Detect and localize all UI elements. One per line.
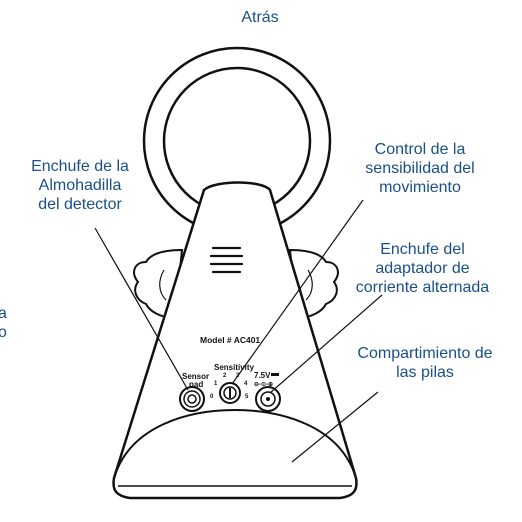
label-sensor-jack-line-2: Almohadilla <box>38 177 122 194</box>
power-label: 7.5V <box>254 371 271 380</box>
label-battery-compartment: Compartimiento de las pilas <box>335 344 515 382</box>
leader-sensor <box>94 227 189 391</box>
leader-ac <box>269 294 383 394</box>
sensitivity-knob <box>219 382 241 404</box>
label-sensitivity-control: Control de la sensibilidad del movimient… <box>345 140 495 197</box>
sensor-port-label-2: pad <box>189 380 203 389</box>
label-ac-adapter-jack: Enchufe del adaptador de corriente alter… <box>340 240 505 297</box>
cut-off-label: a o <box>0 304 8 342</box>
label-ac-line-3: corriente alternada <box>355 279 490 296</box>
battery-cover <box>113 408 357 479</box>
sensitivity-text: Sensitivity <box>214 363 255 372</box>
label-ac-line-2: adaptador de <box>375 260 470 277</box>
speaker-grille <box>209 246 244 274</box>
sensor-port-label-1: Sensor <box>182 372 209 381</box>
sens-mark-4: 4 <box>244 381 248 387</box>
label-battery-line-2: las pilas <box>396 364 454 381</box>
label-battery-line-1: Compartimiento de <box>357 345 493 362</box>
sensor-jack <box>179 386 205 412</box>
power-symbol: ⊖-⊙-⊕ <box>254 382 273 388</box>
label-sensor-jack-line-3: del detector <box>38 196 122 213</box>
label-sensitivity-line-1: Control de la <box>374 141 466 158</box>
model-text: Model # AC401 <box>200 335 260 345</box>
label-sensor-jack: Enchufe de la Almohadilla del detector <box>5 157 155 214</box>
leader-battery <box>291 391 379 463</box>
cut-off-line-2: o <box>0 324 7 341</box>
leader-sensitivity <box>231 199 364 385</box>
sens-mark-1: 1 <box>214 381 218 387</box>
cut-off-line-1: a <box>0 305 7 322</box>
title: Atrás <box>241 9 279 26</box>
sens-mark-0: 0 <box>210 394 214 400</box>
sens-mark-5: 5 <box>245 394 249 400</box>
sens-mark-2: 2 <box>223 373 227 379</box>
label-ac-line-1: Enchufe del <box>380 241 465 258</box>
label-sensitivity-line-2: sensibilidad del <box>365 160 475 177</box>
label-sensitivity-line-3: movimiento <box>379 179 461 196</box>
label-sensor-jack-line-1: Enchufe de la <box>31 158 129 175</box>
ac-jack <box>255 386 281 412</box>
